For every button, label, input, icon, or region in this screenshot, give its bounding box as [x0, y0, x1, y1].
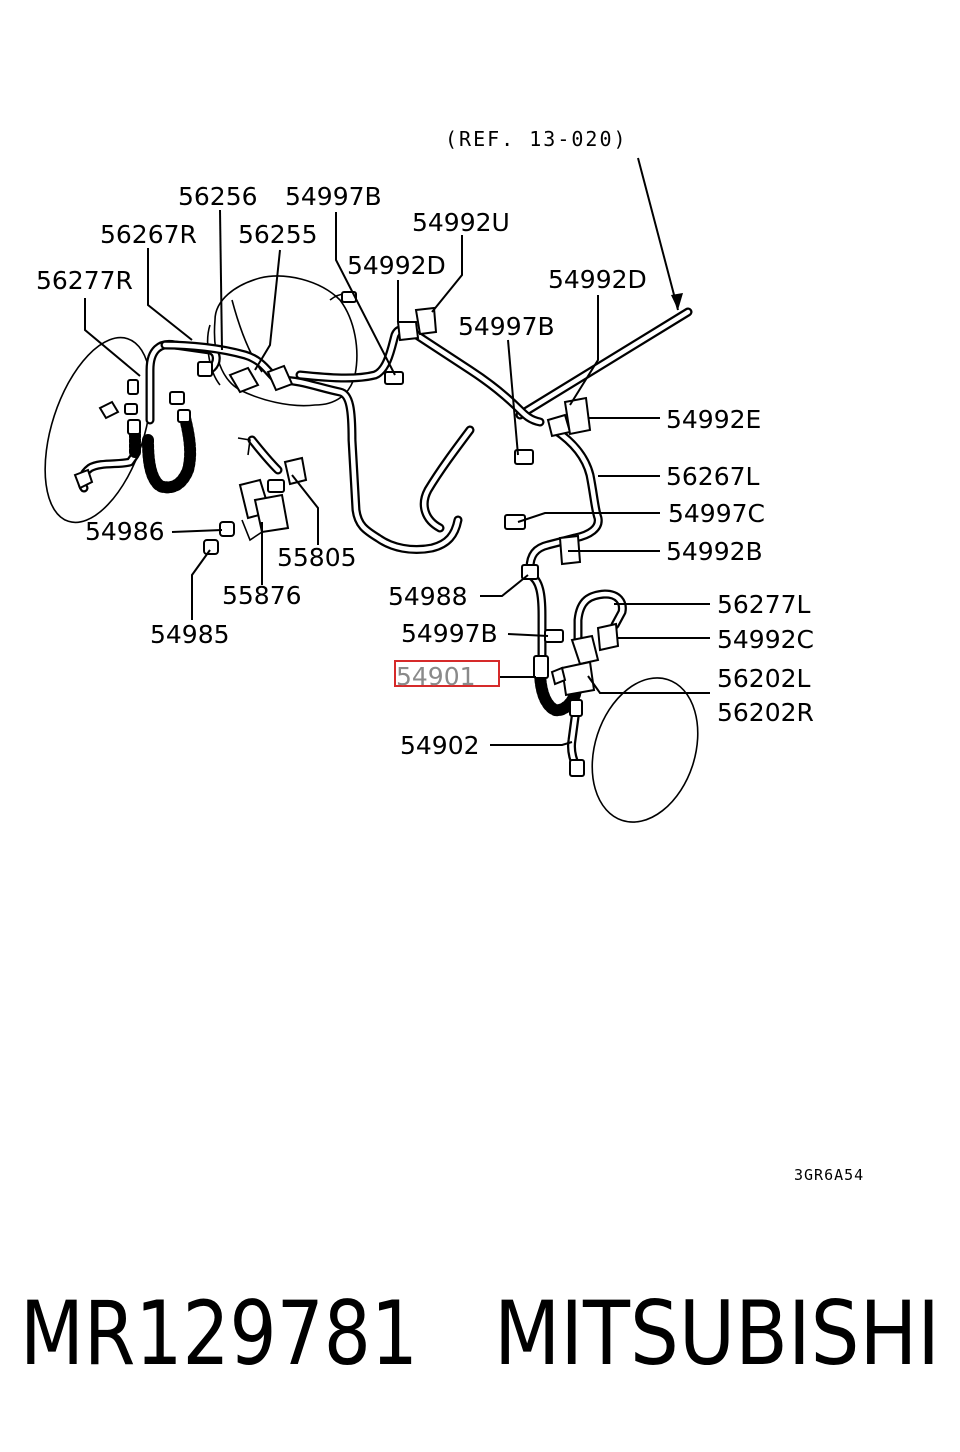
callout-56267l: 56267L: [666, 462, 760, 491]
callout-54992b: 54992B: [666, 537, 763, 566]
callout-54997c: 54997C: [668, 499, 765, 528]
callout-56267r: 56267R: [100, 220, 197, 249]
callout-54986: 54986: [85, 517, 165, 546]
callout-56202l: 56202L: [717, 664, 811, 693]
callout-54997b-low: 54997B: [401, 619, 498, 648]
callout-54997b-mid: 54997B: [458, 312, 555, 341]
callout-55805: 55805: [277, 543, 357, 572]
reference-arrowhead: [671, 293, 683, 310]
callout-54985: 54985: [150, 620, 230, 649]
callout-54988: 54988: [388, 582, 468, 611]
fittings: [73, 291, 620, 777]
callout-56277l: 56277L: [717, 590, 811, 619]
callout-56255: 56255: [238, 220, 318, 249]
drawing-lines: [44, 157, 710, 823]
callout-54992c: 54992C: [717, 625, 814, 654]
callout-54997b-top: 54997B: [285, 182, 382, 211]
reference-leader: [637, 157, 679, 311]
leader-lines: [84, 209, 710, 746]
callout-54992e: 54992E: [666, 405, 761, 434]
callout-54992d-right: 54992D: [548, 265, 647, 294]
footer-brand: MITSUBISHI: [494, 1282, 940, 1385]
callout-56256: 56256: [178, 182, 258, 211]
reference-label: (REF. 13-020): [445, 127, 628, 151]
callout-54902: 54902: [400, 731, 480, 760]
left-flex-hose-a: [142, 412, 197, 494]
callout-54992u: 54992U: [412, 208, 510, 237]
callout-55876: 55876: [222, 581, 302, 610]
drawing-code: 3GR6A54: [794, 1166, 864, 1184]
right-brake-disc: [591, 677, 699, 823]
callout-56202r: 56202R: [717, 698, 814, 727]
callout-54901: 54901: [396, 662, 476, 691]
footer-part-number: MR129781: [20, 1282, 418, 1385]
right-flex-hose: [534, 664, 582, 717]
callout-56277r: 56277R: [36, 266, 133, 295]
highlighted-part-box: [394, 660, 500, 687]
callout-54992d-left: 54992D: [347, 251, 446, 280]
left-brake-disc: [44, 336, 152, 524]
